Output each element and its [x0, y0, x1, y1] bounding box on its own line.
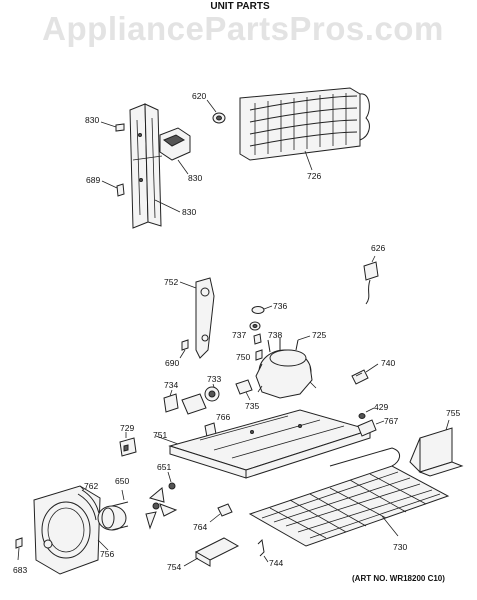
- callout-751: 751: [153, 430, 168, 440]
- part-730-coil: [248, 447, 450, 547]
- part-830-clip: [159, 127, 191, 175]
- part-fan-blade: [145, 487, 178, 530]
- callout-762: 762: [84, 481, 99, 491]
- part-620-grommet: [206, 99, 226, 124]
- part-689-screw: [101, 180, 125, 197]
- part-744-clip: [257, 538, 269, 563]
- callout-690: 690: [165, 358, 180, 368]
- callout-754: 754: [167, 562, 182, 572]
- callout-740: 740: [381, 358, 396, 368]
- part-726-condenser: [239, 87, 370, 171]
- watermark: AppliancePartsPros.com: [42, 10, 444, 47]
- callout-689: 689: [86, 175, 101, 185]
- callout-651: 651: [157, 462, 172, 472]
- part-725-compressor: [255, 335, 317, 399]
- part-752-bracket: [179, 277, 215, 359]
- callout-767: 767: [384, 416, 399, 426]
- callout-830-clip: 830: [188, 173, 203, 183]
- part-683-screw: [15, 537, 23, 561]
- callout-744: 744: [269, 558, 284, 568]
- part-729-terminal: [119, 432, 137, 457]
- callout-725: 725: [312, 330, 327, 340]
- callout-734: 734: [164, 380, 179, 390]
- part-830-screw: [100, 121, 125, 132]
- callout-730: 730: [393, 542, 408, 552]
- part-626-cord: [363, 255, 379, 305]
- callout-626: 626: [371, 243, 386, 253]
- part-738-sleeve: [253, 333, 262, 345]
- part-429-screw: [358, 407, 375, 419]
- part-764-clip: [209, 503, 233, 523]
- callout-429: 429: [374, 402, 389, 412]
- callout-737: 737: [232, 330, 247, 340]
- part-750-screw: [255, 349, 263, 361]
- part-651-nut: [167, 471, 176, 490]
- diagram-title: UNIT PARTS: [210, 1, 270, 12]
- callout-755: 755: [446, 408, 461, 418]
- part-736-clip: [251, 305, 273, 314]
- part-690-screw: [179, 339, 189, 359]
- part-756-shroud: [33, 485, 109, 575]
- callout-830-channel: 830: [182, 207, 197, 217]
- part-737-grommet: [249, 321, 261, 331]
- art-number: (ART NO. WR18200 C10): [352, 574, 445, 583]
- callout-736: 736: [273, 301, 288, 311]
- callout-830-screw: 830: [85, 115, 100, 125]
- callout-683: 683: [13, 565, 28, 575]
- part-650-fan-motor: [97, 489, 129, 531]
- part-754-drain-pan: [183, 537, 240, 567]
- callout-756: 756: [100, 549, 115, 559]
- part-734-relay: [163, 389, 207, 415]
- callout-726: 726: [307, 171, 322, 181]
- callout-650: 650: [115, 476, 130, 486]
- callout-764: 764: [193, 522, 208, 532]
- callout-766: 766: [216, 412, 231, 422]
- part-830-channel: [129, 103, 163, 229]
- part-767-bracket: [357, 419, 385, 437]
- callout-733: 733: [207, 374, 222, 384]
- part-751-base-plate: [155, 409, 372, 479]
- callout-735: 735: [245, 401, 260, 411]
- part-733-capacitor: [204, 383, 220, 402]
- part-755-bracket: [409, 419, 464, 477]
- part-740-overload: [351, 363, 379, 385]
- callout-738: 738: [268, 330, 283, 340]
- callout-752: 752: [164, 277, 179, 287]
- part-735-clip: [235, 379, 253, 401]
- callout-620: 620: [192, 91, 207, 101]
- callout-729: 729: [120, 423, 135, 433]
- callout-750: 750: [236, 352, 251, 362]
